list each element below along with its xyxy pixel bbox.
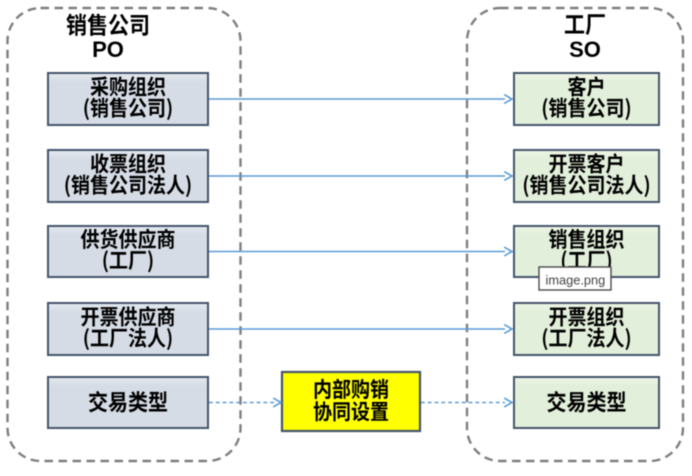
svg-text:SO: SO [569, 37, 601, 62]
svg-text:PO: PO [92, 37, 124, 62]
svg-text:image.png: image.png [546, 272, 606, 287]
